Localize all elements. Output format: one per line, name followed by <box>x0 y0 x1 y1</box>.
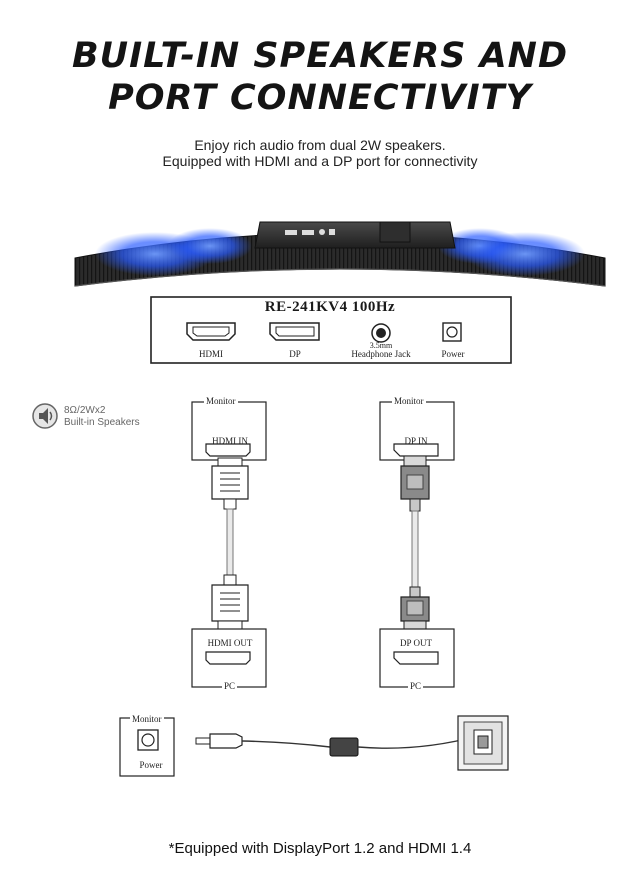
footnote: *Equipped with DisplayPort 1.2 and HDMI … <box>168 840 472 857</box>
dp-port-label: DP <box>289 349 301 359</box>
power-connection-diagram <box>119 715 509 777</box>
title-line-2: PORT CONNECTIVITY <box>108 78 532 118</box>
dp-in-label: DP IN <box>404 436 428 446</box>
speaker-description: Built-in Speakers <box>64 417 140 428</box>
port-panel <box>150 296 512 364</box>
jack-label-line-1: 3.5mm <box>369 341 393 350</box>
title-line-1: BUILT-IN SPEAKERS AND <box>71 36 569 76</box>
hdmi-out-label: HDMI OUT <box>207 638 253 648</box>
power-port-label: Power <box>441 349 465 359</box>
monitor-back-illustration <box>74 221 606 287</box>
dp-out-label: DP OUT <box>400 638 432 648</box>
dp-monitor-frame-label: Monitor <box>392 396 426 406</box>
speaker-icon <box>32 403 58 429</box>
hdmi-pc-frame-label: PC <box>222 681 238 691</box>
jack-label-line-2: Headphone Jack <box>351 349 411 359</box>
speaker-spec: 8Ω/2Wx2 <box>64 405 106 416</box>
model-name: RE-241KV4 100Hz <box>264 299 396 315</box>
dp-pc-frame-label: PC <box>408 681 424 691</box>
hdmi-port-label: HDMI <box>199 349 223 359</box>
hdmi-connection-diagram <box>191 401 267 688</box>
hdmi-in-label: HDMI IN <box>212 436 248 446</box>
hdmi-monitor-frame-label: Monitor <box>204 396 238 406</box>
power-monitor-frame-label: Monitor <box>130 714 164 724</box>
subtitle-line-1: Enjoy rich audio from dual 2W speakers. <box>194 137 446 153</box>
power-label: Power <box>139 760 163 770</box>
dp-connection-diagram <box>379 401 455 688</box>
subtitle-line-2: Equipped with HDMI and a DP port for con… <box>162 153 478 169</box>
